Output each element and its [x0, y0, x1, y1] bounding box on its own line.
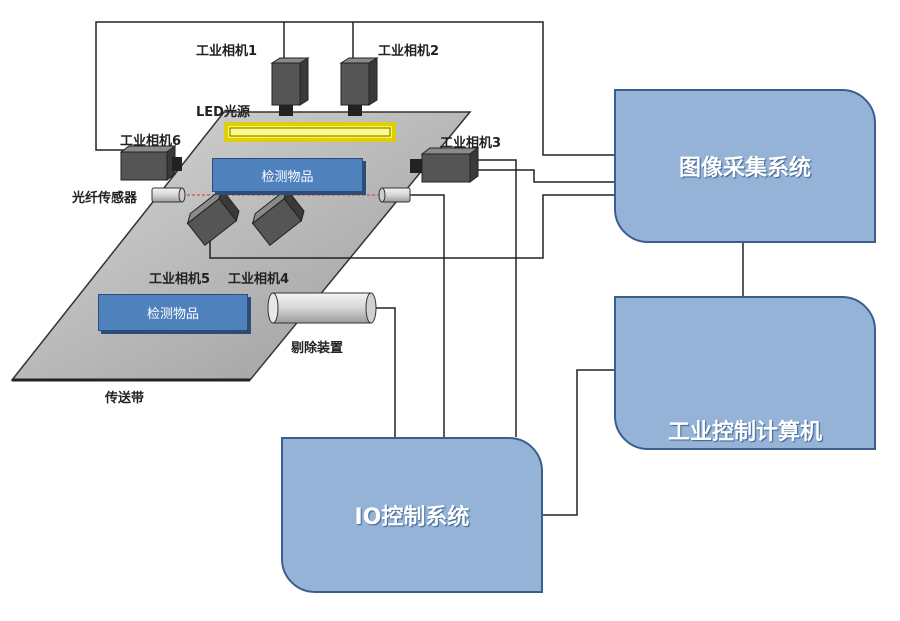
reject-device-shape — [267, 292, 377, 324]
object-bottom: 检测物品 — [98, 294, 248, 331]
reject-device-label: 剔除装置 — [291, 341, 344, 356]
camera5-label: 工业相机5 — [149, 272, 211, 287]
fiber-sensor-right — [378, 187, 411, 203]
camera3-label: 工业相机3 — [440, 136, 502, 151]
io-control-label: IO控制系统 — [354, 505, 470, 530]
conveyor-belt — [10, 111, 472, 381]
image-acquisition-system: 图像采集系统 — [614, 89, 876, 243]
fiber-sensor-label: 光纤传感器 — [72, 191, 138, 206]
ipc-system: 工业控制计算机 — [614, 296, 876, 450]
led-label: LED光源 — [196, 105, 250, 120]
object-top: 检测物品 — [212, 158, 363, 192]
io-control-system: IO控制系统 — [281, 437, 543, 593]
camera2-label: 工业相机2 — [378, 44, 440, 59]
wiring — [95, 21, 744, 516]
camera6-label: 工业相机6 — [120, 134, 182, 149]
camera4-label: 工业相机4 — [228, 272, 290, 287]
camera2-shape — [339, 57, 379, 116]
camera3-shape — [410, 147, 480, 183]
ipc-label: 工业控制计算机 — [667, 420, 822, 445]
camera4-shape — [251, 187, 305, 247]
conveyor-label: 传送带 — [105, 391, 145, 406]
camera5-shape — [186, 187, 240, 247]
camera1-label: 工业相机1 — [196, 44, 258, 59]
fiber-sensor-left — [151, 187, 186, 203]
camera1-shape — [270, 57, 310, 116]
image-acquisition-label: 图像采集系统 — [678, 156, 811, 181]
camera6-shape — [119, 145, 182, 181]
